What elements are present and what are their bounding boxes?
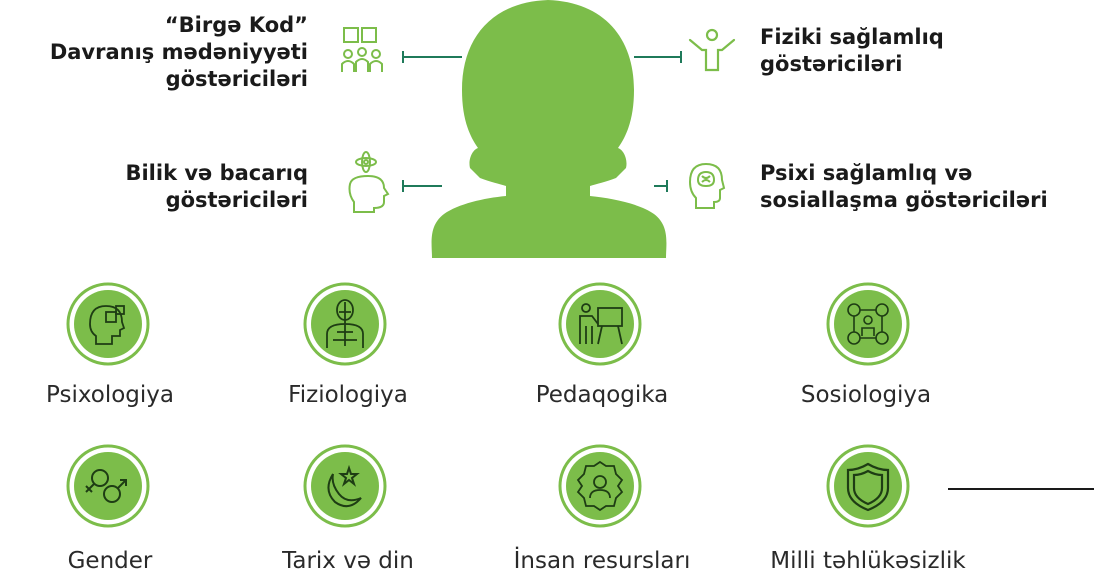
discipline-label: Gender	[67, 548, 153, 574]
indicator-physical-health: Fiziki sağlamlıq göstəriciləri	[760, 24, 944, 78]
indicator-line: Davranış mədəniyyəti	[49, 40, 308, 64]
indicator-line: Fiziki sağlamlıq	[760, 25, 944, 49]
discipline-label: Sosiologiya	[800, 382, 932, 408]
indicator-line: Psixi sağlamlıq və	[760, 161, 973, 185]
indicator-line: göstəriciləri	[165, 188, 308, 212]
discipline-label: Psixologiya	[46, 382, 174, 408]
discipline-label: Fiziologiya	[288, 382, 408, 408]
gender-symbols-icon	[66, 444, 150, 528]
employee-badge-icon	[558, 444, 642, 528]
discipline-label: Pedaqogika	[535, 382, 669, 408]
connector-bottom-right	[654, 185, 668, 187]
indicator-line: göstəriciləri	[165, 67, 308, 91]
puzzle-team-icon	[341, 27, 383, 72]
discipline-label: İnsan resursları	[513, 548, 691, 574]
indicator-line: göstəriciləri	[760, 52, 903, 76]
discipline-label: Tarix və din	[282, 548, 414, 574]
head-puzzle-icon	[66, 282, 150, 366]
indicator-knowledge-skills: Bilik və bacarıq göstəriciləri	[125, 160, 308, 214]
indicator-behavior-culture: “Birgə Kod” Davranış mədəniyyəti göstəri…	[50, 12, 308, 93]
indicator-line: Bilik və bacarıq	[125, 161, 308, 185]
indicator-line: “Birgə Kod”	[164, 13, 308, 37]
connector-tick	[402, 180, 404, 192]
connector-bottom-left	[402, 185, 442, 187]
human-body-icon	[303, 282, 387, 366]
connector-tick	[402, 51, 404, 63]
connector-tick	[666, 180, 668, 192]
connector-top-left	[402, 56, 462, 58]
divider-line	[948, 488, 1094, 490]
head-brain-icon	[688, 162, 726, 209]
connector-top-right	[634, 56, 682, 58]
discipline-label: Milli təhlükəsizlik	[770, 548, 966, 574]
crescent-star-icon	[303, 444, 387, 528]
teacher-board-icon	[558, 282, 642, 366]
person-raising-arms-icon	[688, 28, 736, 72]
connector-tick	[680, 51, 682, 63]
head-atom-icon	[348, 151, 390, 213]
people-network-icon	[826, 282, 910, 366]
person-silhouette-icon	[431, 0, 667, 258]
shield-icon	[826, 444, 910, 528]
indicator-mental-health: Psixi sağlamlıq və sosiallaşma göstərici…	[760, 160, 1048, 214]
indicator-line: sosiallaşma göstəriciləri	[760, 188, 1048, 212]
